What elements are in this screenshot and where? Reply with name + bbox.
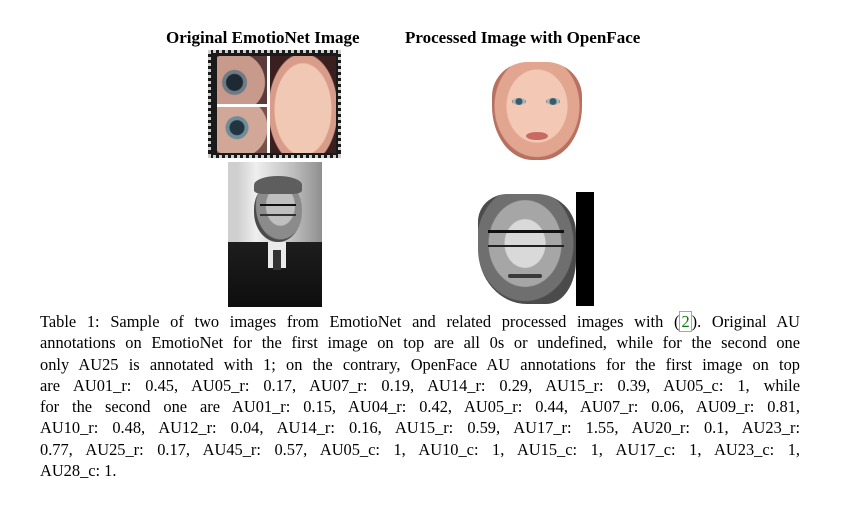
glasses — [488, 230, 564, 247]
caption-label: Table 1: — [40, 312, 100, 331]
portrait-tie — [273, 250, 281, 270]
portrait-glasses — [260, 204, 296, 216]
processed-image-man-face — [478, 192, 594, 306]
caption-line: AU28_c: 1. — [40, 461, 117, 481]
original-image-man-portrait — [228, 162, 322, 307]
processed-image-woman-face — [488, 62, 586, 160]
collage-eye-closeup-bottom — [217, 107, 267, 153]
black-padding — [576, 192, 594, 306]
mouth — [526, 132, 548, 140]
collage-decorative-frame — [208, 50, 341, 158]
collage-divider-horizontal — [217, 104, 267, 107]
caption-line: are AU01_r: 0.45, AU05_r: 0.17, AU07_r: … — [40, 375, 800, 395]
table-caption: Table 1: Sample of two images from Emoti… — [40, 311, 800, 481]
citation-link[interactable]: 2 — [679, 311, 692, 332]
aligned-face — [492, 62, 582, 160]
aligned-face — [478, 194, 576, 304]
left-eye — [512, 98, 526, 105]
original-image-woman-collage — [208, 50, 341, 158]
mouth — [508, 274, 542, 278]
caption-line: for the second one are AU01_r: 0.15, AU0… — [40, 397, 800, 417]
collage-eye-closeup-top — [217, 56, 267, 104]
caption-line: only AU25 is annotated with 1; on the co… — [40, 354, 800, 374]
caption-line: annotations on EmotioNet for the first i… — [40, 333, 800, 353]
portrait-hair — [254, 176, 302, 194]
caption-line: 0.77, AU25_r: 0.17, AU45_r: 0.57, AU05_c… — [40, 439, 800, 459]
collage-portrait — [270, 56, 336, 153]
collage-divider-vertical — [267, 56, 270, 153]
header-processed-openface: Processed Image with OpenFace — [405, 28, 641, 47]
header-original-emotionet: Original EmotioNet Image — [166, 28, 360, 47]
caption-line: AU10_r: 0.48, AU12_r: 0.04, AU14_r: 0.16… — [40, 418, 800, 438]
right-eye — [546, 98, 560, 105]
caption-line: Table 1: Sample of two images from Emoti… — [40, 311, 800, 332]
